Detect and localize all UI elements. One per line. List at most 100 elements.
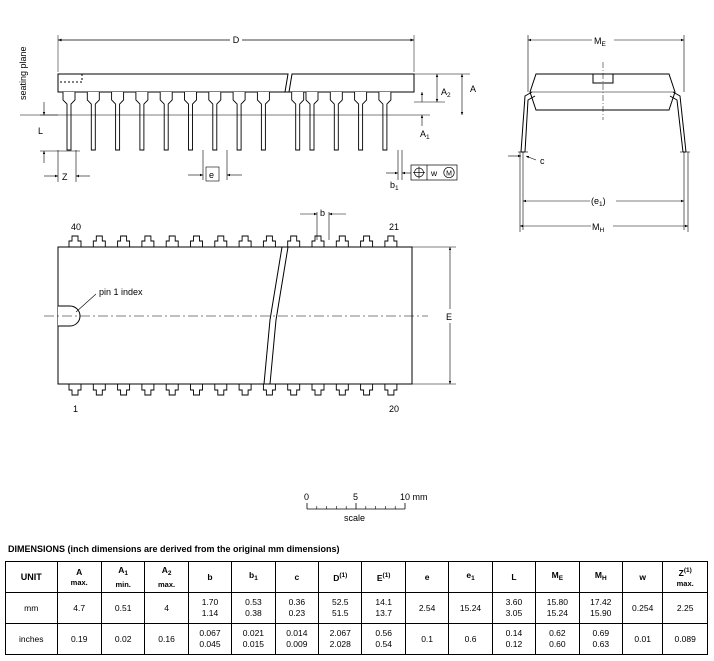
header-b1: b1: [231, 561, 276, 593]
label-c: c: [540, 156, 545, 166]
label-scale-10: 10 mm: [400, 492, 428, 502]
cell-e1: 0.6: [448, 623, 493, 655]
side-lead: [329, 92, 343, 151]
top-lead: [141, 235, 155, 247]
dimension-ME: [527, 33, 685, 92]
top-lead: [287, 235, 301, 247]
label-scale-5: 5: [353, 492, 358, 502]
cell-A1: 0.02: [100, 623, 146, 655]
header-MH: MH: [578, 561, 624, 593]
dimensions-title: DIMENSIONS (inch dimensions are derived …: [8, 544, 340, 554]
package-outline-drawing: D seating plane A A2 A1 L Z e: [18, 33, 690, 523]
side-lead: [184, 92, 197, 151]
dimension-E: [412, 246, 457, 385]
label-pin21: 21: [389, 222, 399, 232]
side-lead: [291, 92, 305, 151]
label-A2: A2: [441, 87, 451, 99]
side-body-left: [57, 73, 289, 93]
header-ME: ME: [535, 561, 580, 593]
cell-A1: 0.51: [100, 592, 146, 624]
header-e1: e1: [448, 561, 493, 593]
top-lead: [165, 235, 179, 247]
cell-w: 0.254: [621, 592, 664, 624]
label-Z: Z: [62, 172, 68, 182]
header-w: w: [621, 561, 664, 593]
bottom-lead: [190, 384, 203, 396]
dimension-e: [188, 150, 242, 182]
bottom-lead: [141, 384, 155, 396]
label-b1: b1: [390, 180, 399, 192]
dimension-Z: [44, 150, 90, 182]
top-lead: [190, 235, 203, 247]
side-lead: [256, 92, 270, 151]
pin1-notch-side: [57, 73, 83, 83]
side-lead: [305, 92, 319, 151]
header-b: b: [187, 561, 233, 593]
cell-Z: 2.25: [662, 592, 708, 624]
label-ME: ME: [594, 36, 607, 48]
side-view: [20, 73, 430, 151]
top-lead: [92, 235, 106, 247]
label-e1: (e1): [591, 196, 606, 208]
side-leads: [62, 92, 392, 151]
bottom-lead: [335, 384, 349, 396]
label-scale-0: 0: [304, 492, 309, 502]
bottom-lead: [117, 384, 131, 396]
bottom-lead: [165, 384, 179, 396]
side-body-right: [288, 73, 415, 93]
label-L: L: [38, 126, 43, 136]
label-D: D: [233, 35, 240, 45]
cell-e: 2.54: [404, 592, 450, 624]
cell-A: 0.19: [56, 623, 102, 655]
end-view: [518, 62, 690, 153]
top-lead: [238, 235, 252, 247]
header-E: E(1): [361, 561, 406, 593]
dimension-L: [40, 102, 80, 163]
bottom-lead: [262, 384, 276, 396]
label-pin1-index: pin 1 index: [99, 287, 143, 297]
label-E: E: [446, 312, 452, 322]
position-tolerance-frame: [410, 164, 458, 181]
top-lead: [335, 235, 349, 247]
top-lead: [311, 235, 325, 247]
label-MH: MH: [592, 222, 605, 234]
top-lead: [214, 235, 228, 247]
cell-e1: 15.24: [448, 592, 493, 624]
bottom-lead: [384, 384, 398, 396]
bottom-lead: [360, 384, 374, 396]
cell-w: 0.01: [621, 623, 664, 655]
top-lead: [117, 235, 131, 247]
side-lead: [378, 92, 392, 151]
side-lead: [111, 92, 125, 151]
dimension-A: [414, 73, 470, 126]
bottom-lead: [238, 384, 252, 396]
header-D: D(1): [318, 561, 363, 593]
dimension-e1: [522, 152, 685, 230]
cell-Z: 0.089: [662, 623, 708, 655]
cell-A: 4.7: [56, 592, 102, 624]
top-lead: [384, 235, 398, 247]
side-lead: [62, 92, 76, 151]
top-lead: [262, 235, 276, 247]
label-A: A: [470, 84, 476, 94]
label-m-circle: M: [446, 171, 452, 178]
cell-e: 0.1: [404, 623, 450, 655]
scale-bar: [306, 503, 406, 510]
dimension-D: D: [57, 34, 415, 72]
label-pin40: 40: [71, 222, 81, 232]
side-lead: [208, 92, 222, 151]
